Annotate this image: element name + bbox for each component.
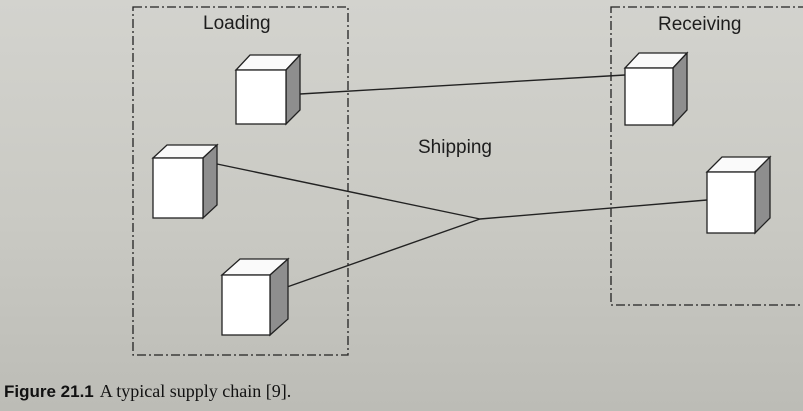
- figure-number: Figure 21.1: [4, 382, 94, 401]
- shipping-label: Shipping: [418, 137, 492, 158]
- receiving-zone-label: Receiving: [658, 14, 742, 35]
- loading-zone-label: Loading: [203, 13, 271, 34]
- route-line-right: [479, 199, 708, 220]
- loading-box-lower: [220, 257, 290, 337]
- route-line-top: [299, 74, 626, 95]
- route-line-left-lower: [269, 218, 481, 294]
- receiving-zone-box: [610, 6, 803, 306]
- figure-caption: Figure 21.1 A typical supply chain [9].: [4, 381, 291, 402]
- receiving-box-upper: [623, 51, 689, 127]
- loading-box-upper: [234, 53, 302, 126]
- figure-caption-text: A typical supply chain [9].: [99, 381, 292, 401]
- loading-zone-box: [132, 6, 349, 356]
- receiving-box-lower: [705, 155, 772, 235]
- route-line-left-upper: [216, 163, 481, 220]
- loading-box-middle: [151, 143, 219, 220]
